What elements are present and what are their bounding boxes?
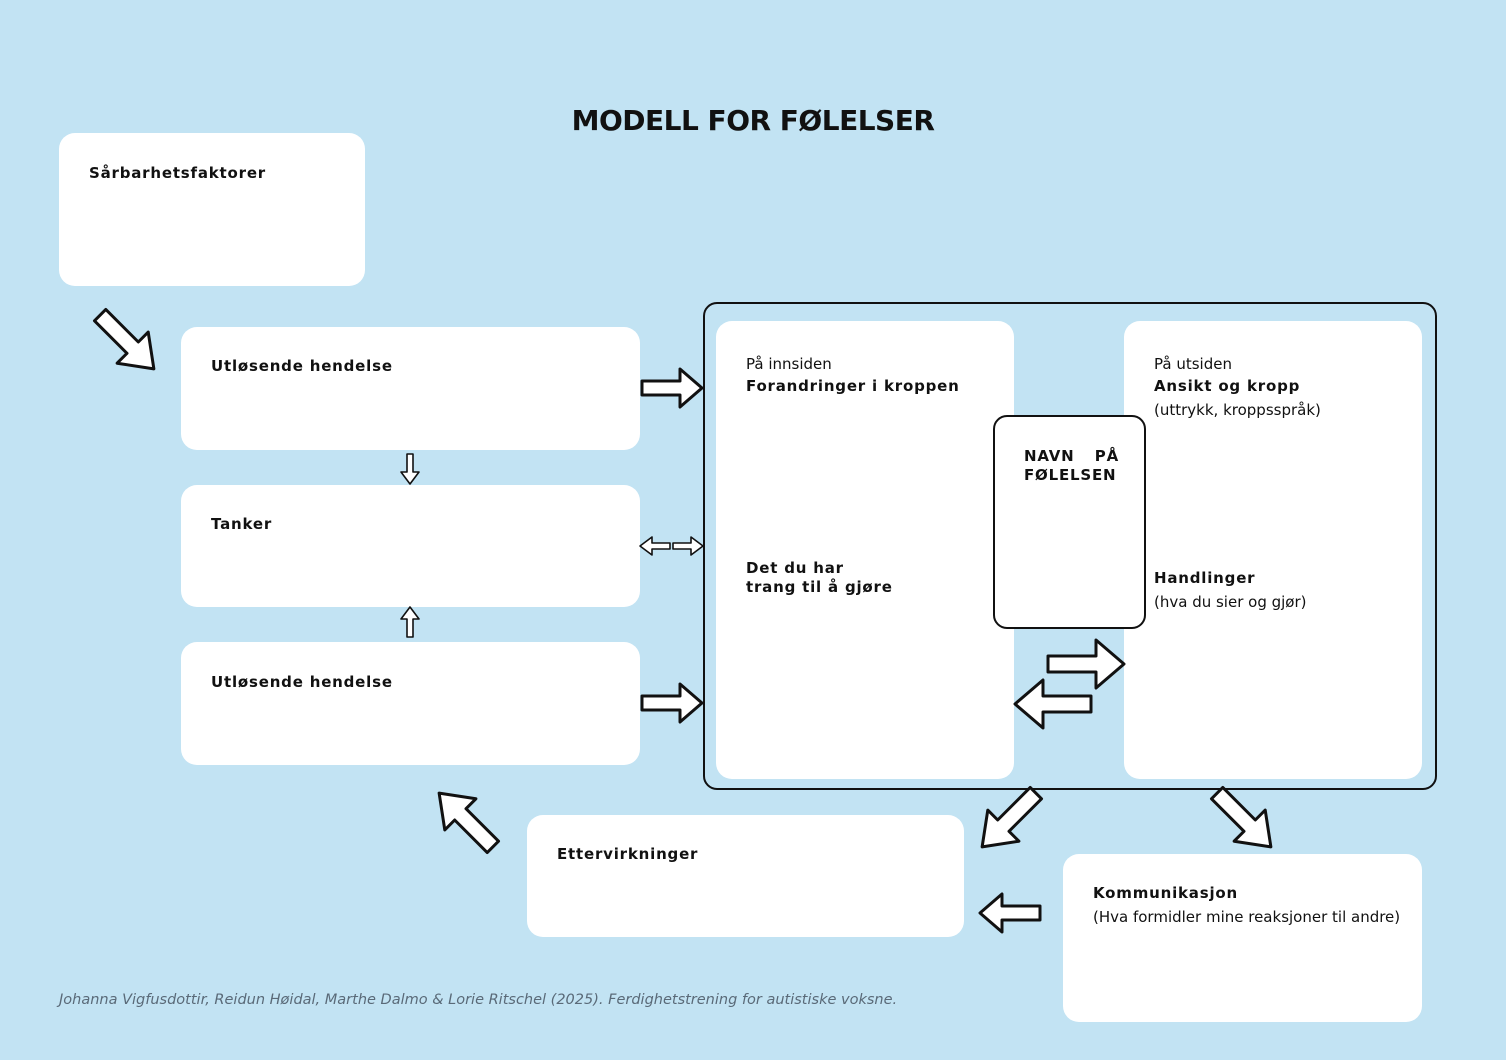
vulnerability-title: Sårbarhetsfaktorer <box>89 164 266 182</box>
arrow-left-right-icon <box>639 536 671 556</box>
communication-sub: (Hva formidler mine reaksjoner til andre… <box>1093 908 1401 926</box>
outside-pre: På utsiden <box>1154 355 1232 373</box>
inside-title: Forandringer i kroppen <box>746 377 960 395</box>
trigger-box-bottom: Utløsende hendelse <box>181 642 640 765</box>
arrow-right-icon <box>640 367 704 409</box>
emotion-name-title: NAVN PÅ FØLELSEN <box>1024 447 1119 484</box>
arrow-right-icon <box>640 682 704 724</box>
arrow-left-icon <box>978 892 1042 934</box>
actions-sub: (hva du sier og gjør) <box>1154 593 1307 611</box>
thoughts-box: Tanker <box>181 485 640 607</box>
communication-box: Kommunikasjon (Hva formidler mine reaksj… <box>1063 854 1422 1022</box>
outside-box: På utsiden Ansikt og kropp (uttrykk, kro… <box>1124 321 1422 779</box>
arrow-down-left-icon <box>980 785 1044 849</box>
arrow-up-icon <box>400 606 420 638</box>
urge-line-1: Det du har <box>746 559 844 577</box>
inside-pre: På innsiden <box>746 355 832 373</box>
emotion-name-box: NAVN PÅ FØLELSEN <box>993 415 1146 629</box>
aftereffects-box: Ettervirkninger <box>527 815 964 937</box>
arrow-up-left-icon <box>437 791 501 855</box>
arrow-down-icon <box>400 453 420 485</box>
outside-sub: (uttrykk, kroppsspråk) <box>1154 401 1321 419</box>
arrow-down-right-icon <box>92 307 156 371</box>
thoughts-title: Tanker <box>211 515 273 533</box>
arrow-down-right-icon <box>1209 785 1273 849</box>
emotion-frame <box>703 302 1437 790</box>
trigger-bottom-title: Utløsende hendelse <box>211 673 393 691</box>
citation: Johanna Vigfusdottir, Reidun Høidal, Mar… <box>59 992 898 1008</box>
urge-line-2: trang til å gjøre <box>746 578 893 596</box>
outside-title: Ansikt og kropp <box>1154 377 1301 395</box>
communication-title: Kommunikasjon <box>1093 884 1238 902</box>
trigger-box-top: Utløsende hendelse <box>181 327 640 450</box>
actions-title: Handlinger <box>1154 569 1256 587</box>
vulnerability-box: Sårbarhetsfaktorer <box>59 133 365 286</box>
trigger-top-title: Utløsende hendelse <box>211 357 393 375</box>
inside-box: På innsiden Forandringer i kroppen Det d… <box>716 321 1014 779</box>
page-title: MODELL FOR FØLELSER <box>571 104 935 137</box>
aftereffects-title: Ettervirkninger <box>557 845 699 863</box>
arrow-left-right-icon <box>672 536 704 556</box>
